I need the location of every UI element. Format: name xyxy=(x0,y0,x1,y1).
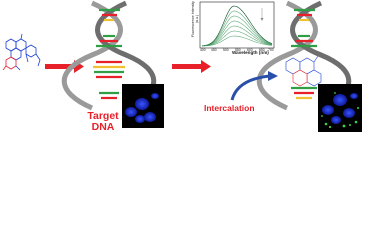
fluorescence-spectrum xyxy=(199,1,275,49)
micrograph-before xyxy=(122,84,164,128)
dna-helix xyxy=(61,0,157,111)
intercalation-arrow-icon xyxy=(230,71,278,101)
spectrum-y-label: Fluorescence Intensity (a.u.) xyxy=(191,1,199,37)
spectrum-curve xyxy=(201,10,273,47)
intercalation-label: Intercalation xyxy=(204,103,255,113)
molecule-structure-icon xyxy=(2,33,41,71)
spectrum-curve xyxy=(201,25,273,47)
x-tick: 450 xyxy=(211,48,217,52)
intercalated-molecule-icon xyxy=(285,55,322,87)
micrograph-after xyxy=(318,84,362,132)
spectrum-curve xyxy=(201,20,273,47)
graphical-abstract: Fluorescence Intensity (a.u.) Wavelength… xyxy=(2,0,362,133)
target-dna-label: Target DNA xyxy=(83,111,123,133)
spectrum-curve xyxy=(201,30,273,47)
x-tick: 700 xyxy=(268,48,274,52)
right-arrow-icon xyxy=(172,60,211,73)
spectrum-x-label: Wavelength (nm) xyxy=(232,50,269,55)
target-label-line2: DNA xyxy=(91,121,115,133)
spectrum-curve xyxy=(201,15,273,47)
x-tick: 400 xyxy=(200,48,206,52)
x-tick: 650 xyxy=(259,48,265,52)
spectrum-curve xyxy=(201,5,273,47)
target-label-line1: Target xyxy=(87,110,119,122)
x-tick: 500 xyxy=(223,48,229,52)
spectrum-curve xyxy=(201,35,273,47)
x-tick: 550 xyxy=(235,48,241,52)
x-tick: 600 xyxy=(247,48,253,52)
